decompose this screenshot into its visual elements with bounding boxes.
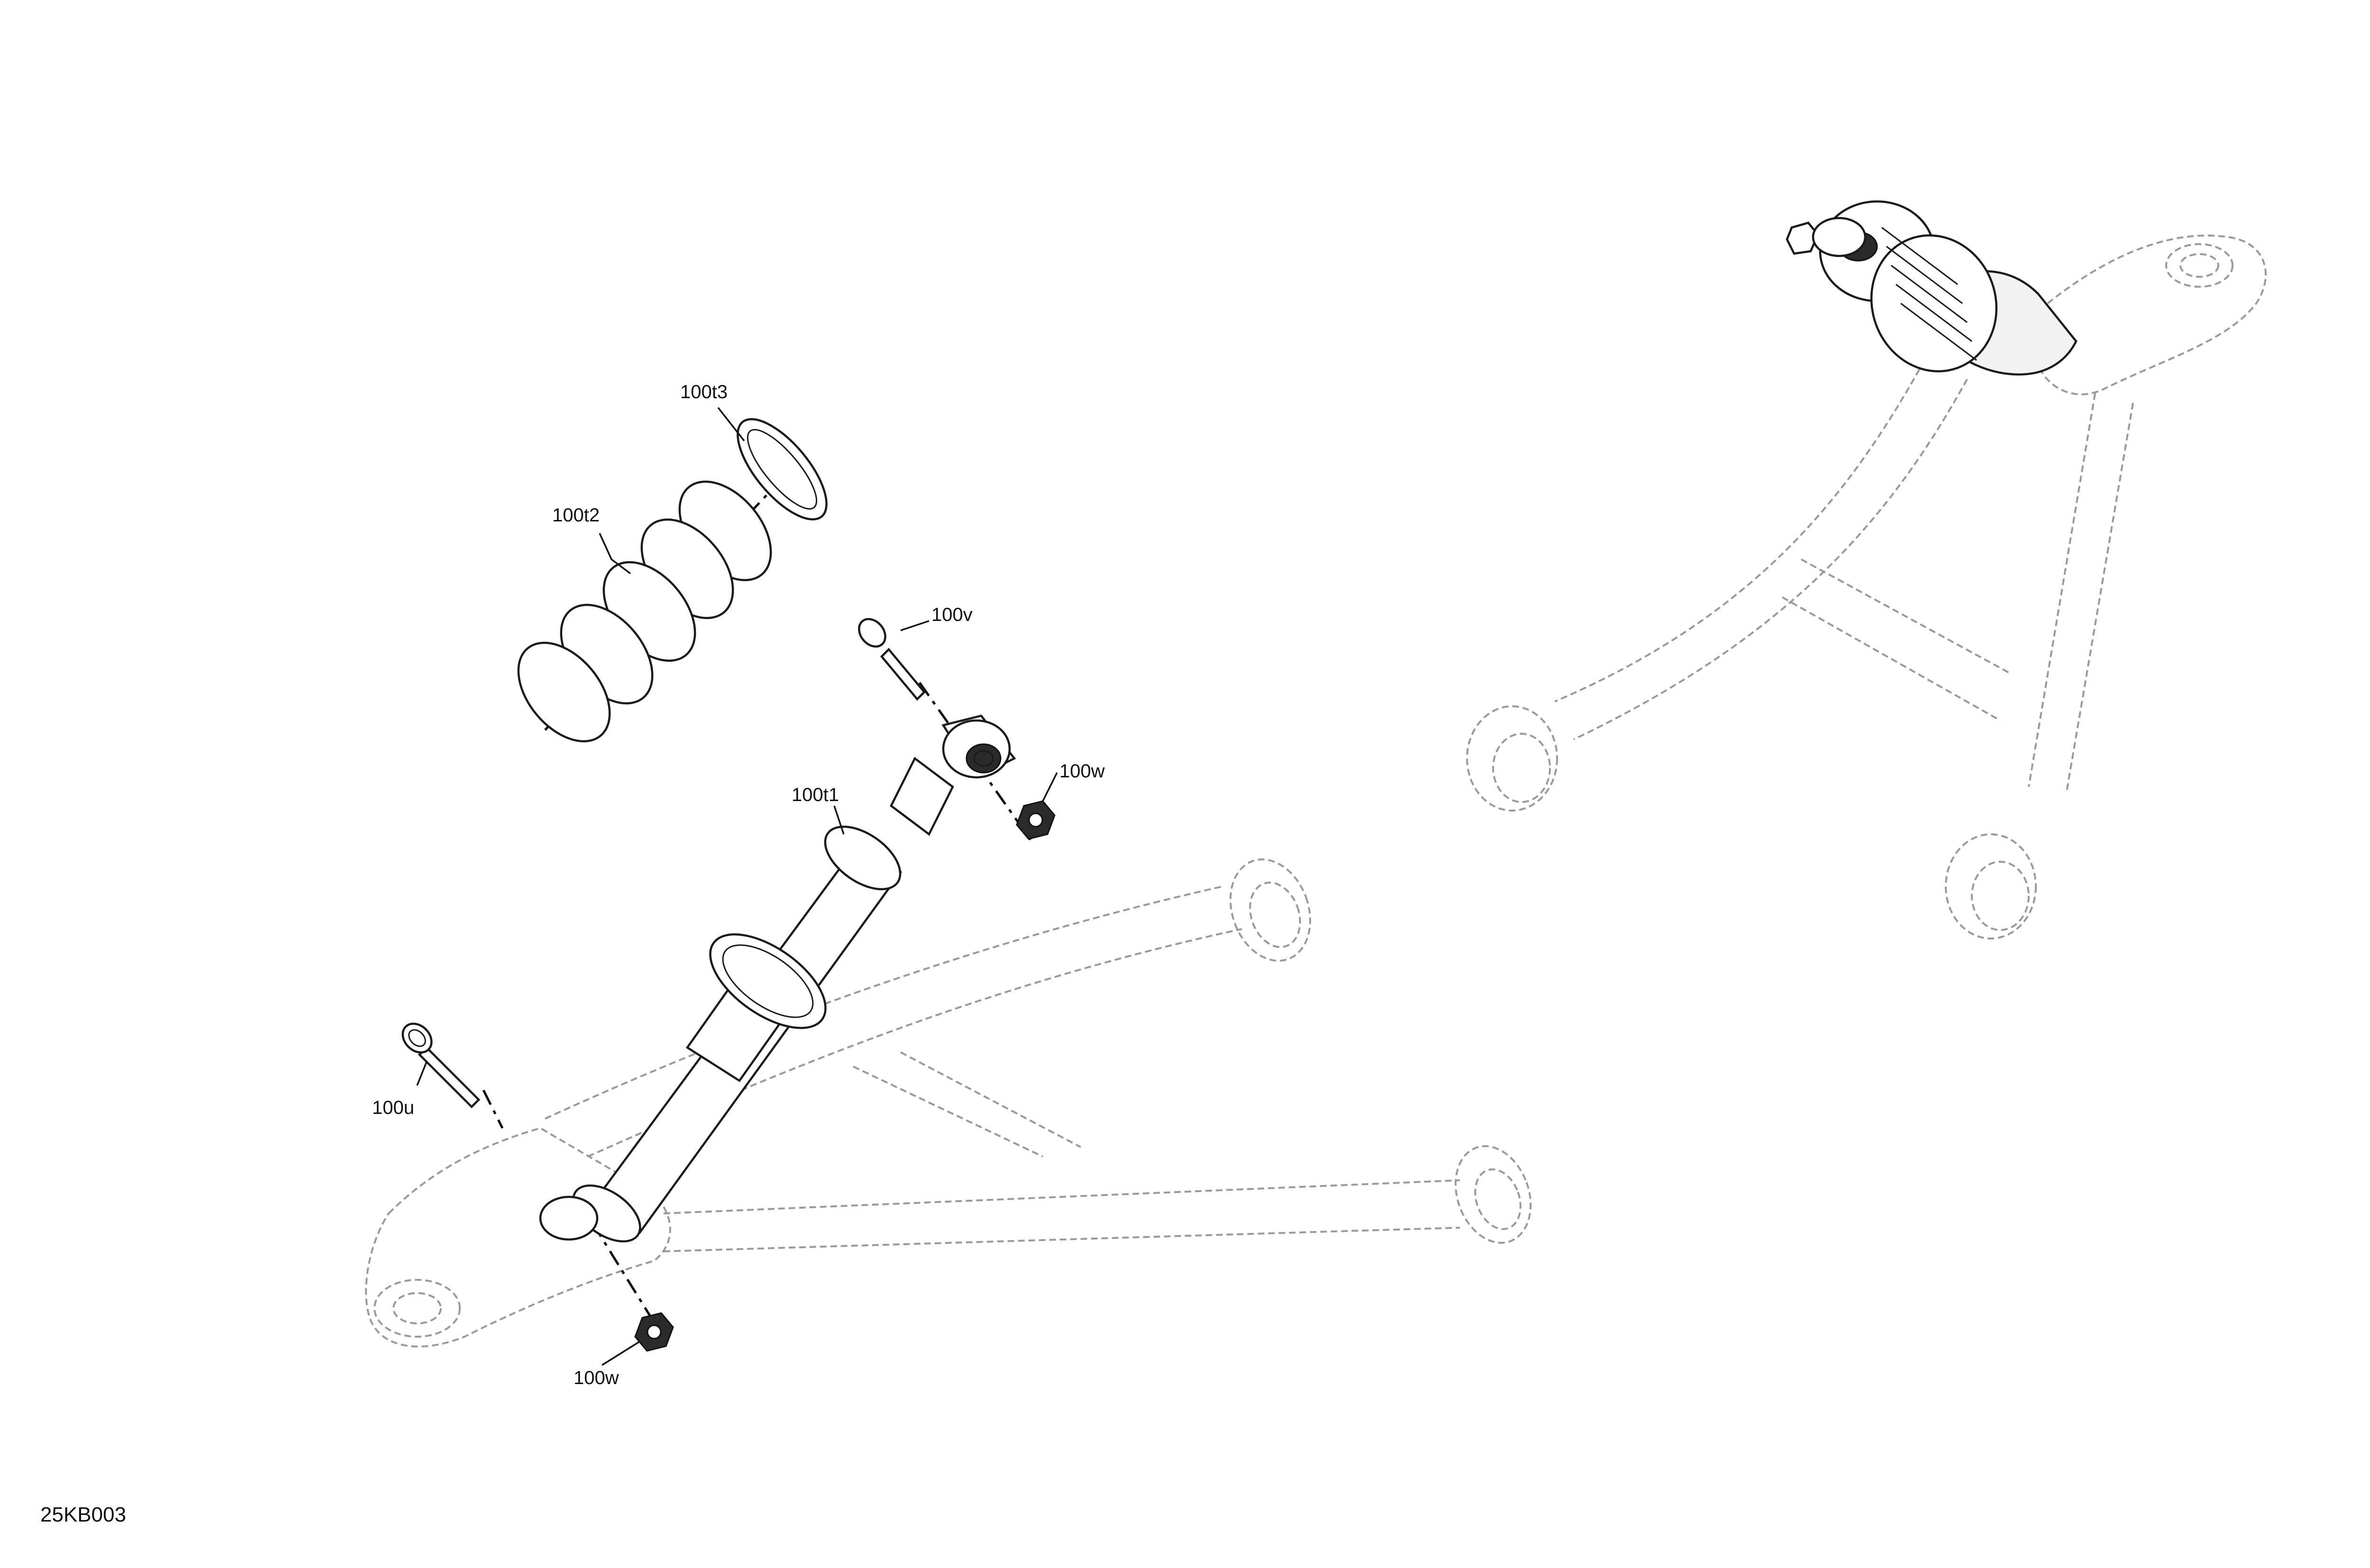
assembly-axis-lower-nut xyxy=(591,1222,656,1323)
spring-seat xyxy=(737,418,828,520)
upper-nut xyxy=(1016,800,1056,840)
callout-upper-bolt: 100v xyxy=(931,604,973,625)
lower-bolt xyxy=(401,1022,481,1109)
assembled-shock xyxy=(1786,200,2078,376)
assembly-axis-lower-bolt xyxy=(482,1089,504,1129)
callout-spring-seat: 100t3 xyxy=(680,382,728,402)
shock-absorber-body xyxy=(539,757,954,1243)
upper-eye-bushing xyxy=(941,714,1016,779)
coil-spring xyxy=(517,480,772,743)
callout-upper-nut: 100w xyxy=(1059,761,1105,782)
callout-lower-nut: 100w xyxy=(574,1367,619,1388)
a-arm-right-ghost xyxy=(1466,234,2267,939)
a-arm-left-ghost xyxy=(365,858,1532,1348)
lower-nut xyxy=(634,1312,674,1352)
callout-spring: 100t2 xyxy=(552,505,600,526)
upper-bolt xyxy=(858,618,926,701)
callout-lower-bolt: 100u xyxy=(372,1097,414,1118)
leader-lines xyxy=(416,407,1058,1366)
callout-shock-body: 100t1 xyxy=(792,784,839,805)
figure-id: 25KB003 xyxy=(40,1503,126,1526)
